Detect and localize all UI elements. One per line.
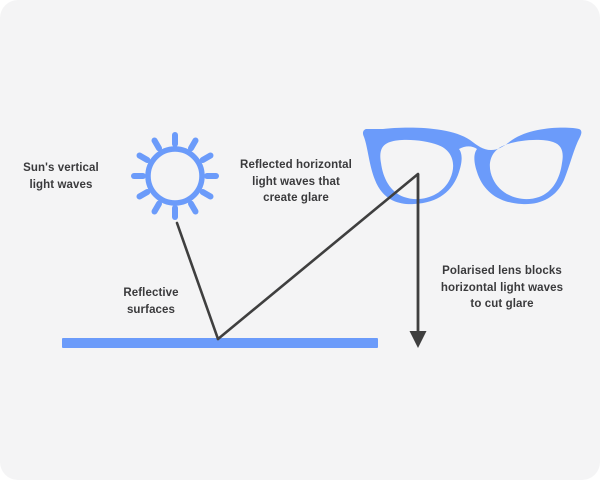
label-reflective-surfaces: Reflective surfaces bbox=[123, 287, 179, 316]
label-sun-vertical-waves: Sun's vertical light waves bbox=[23, 162, 99, 191]
label-reflected-horizontal-waves: Reflected horizontal light waves that cr… bbox=[240, 159, 352, 205]
sun-icon bbox=[131, 132, 219, 220]
blocked-light-arrow bbox=[409, 174, 427, 348]
reflective-surface-bar bbox=[62, 338, 378, 348]
sunglasses-icon bbox=[362, 127, 582, 205]
incident-light-ray bbox=[175, 221, 220, 341]
reflected-light-ray bbox=[216, 172, 420, 341]
label-polarised-lens-blocks: Polarised lens blocks horizontal light w… bbox=[440, 265, 564, 311]
